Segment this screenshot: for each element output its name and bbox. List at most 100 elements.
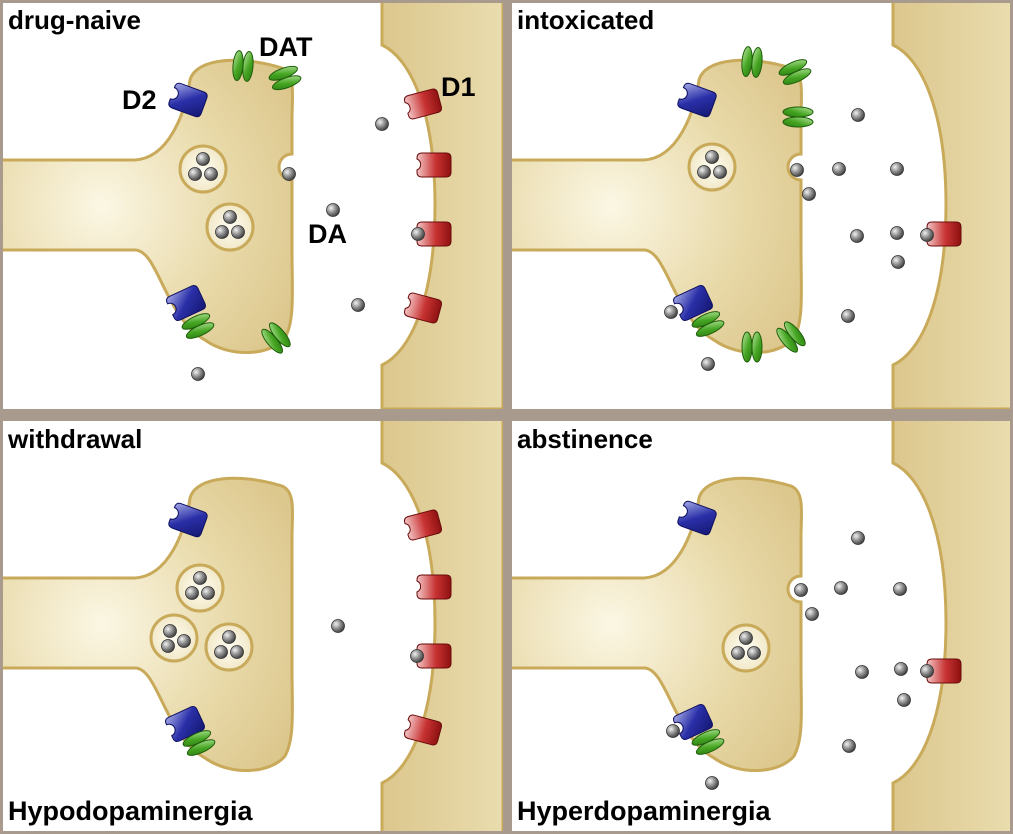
- d2-receptor: [673, 703, 713, 741]
- d2-receptor: [168, 82, 208, 118]
- dopamine-molecule: [890, 162, 904, 176]
- postsynaptic-membrane: [380, 421, 503, 831]
- d2-receptor: [166, 284, 206, 322]
- synaptic-vesicle: [175, 563, 225, 613]
- d1-receptor: [416, 574, 452, 600]
- dopamine-molecule: [188, 167, 202, 181]
- panel-intoxicated: intoxicated: [512, 3, 1010, 409]
- dat-transporter: [778, 59, 812, 85]
- presynaptic-terminal: [3, 58, 295, 354]
- dat-transporter: [741, 331, 763, 363]
- dat-transporter: [776, 321, 806, 353]
- dopamine-molecule: [897, 693, 911, 707]
- panel-drug-naive: drug-naive DAT D2 D1 DA: [3, 3, 503, 409]
- dopamine-molecule: [223, 210, 237, 224]
- dopamine-molecule: [842, 739, 856, 753]
- postsynaptic-membrane: [380, 3, 503, 409]
- dopamine-molecule: [855, 665, 869, 679]
- dopamine-molecule: [204, 167, 218, 181]
- dopamine-molecule: [894, 662, 908, 676]
- dopamine-molecule: [185, 586, 199, 600]
- postsynaptic-membrane: [891, 3, 1010, 409]
- panel-caption: Hypodopaminergia: [8, 796, 254, 826]
- dopamine-molecule: [214, 645, 228, 659]
- dopamine-molecule: [701, 357, 715, 371]
- dat-transporter: [782, 106, 814, 128]
- dopamine-molecule: [161, 639, 175, 653]
- dopamine-molecule: [664, 305, 678, 319]
- dopamine-molecule: [805, 607, 819, 621]
- dopamine-molecule: [411, 227, 425, 241]
- dopamine-molecule: [851, 531, 865, 545]
- d1-receptor: [926, 658, 962, 684]
- synaptic-vesicle: [149, 613, 199, 663]
- dopamine-molecule: [841, 309, 855, 323]
- dopamine-molecule: [410, 649, 424, 663]
- dopamine-molecule: [191, 367, 205, 381]
- dat-transporter: [261, 322, 291, 354]
- dopamine-molecule: [697, 165, 711, 179]
- d1-receptor: [404, 509, 442, 541]
- dopamine-molecule: [666, 724, 680, 738]
- d1-receptor: [416, 643, 452, 669]
- dopamine-molecule: [331, 619, 345, 633]
- dopamine-molecule: [705, 776, 719, 790]
- dopamine-molecule: [790, 163, 804, 177]
- synaptic-vesicle: [721, 623, 771, 673]
- dat-transporter: [741, 46, 763, 78]
- dopamine-molecule: [163, 624, 177, 638]
- da-label: DA: [308, 219, 347, 249]
- d1-receptor: [404, 88, 442, 120]
- dopamine-molecule: [351, 298, 365, 312]
- dopamine-molecule: [731, 646, 745, 660]
- d1-receptor: [404, 292, 442, 324]
- dopamine-molecule: [920, 664, 934, 678]
- synaptic-vesicle: [205, 202, 255, 252]
- d1-receptor: [926, 221, 962, 247]
- panel-caption: Hyperdopaminergia: [517, 796, 772, 826]
- panel-withdrawal: withdrawal Hypodopaminergia: [3, 421, 503, 831]
- d1-receptor: [416, 152, 452, 178]
- panel-title: abstinence: [517, 424, 653, 454]
- d2-receptor: [673, 284, 713, 322]
- dopamine-molecule: [705, 150, 719, 164]
- dopamine-molecule: [282, 167, 296, 181]
- dopamine-molecule: [222, 630, 236, 644]
- dopamine-molecule: [326, 203, 340, 217]
- dopamine-molecule: [375, 117, 389, 131]
- dopamine-molecule: [891, 255, 905, 269]
- dopamine-molecule: [739, 631, 753, 645]
- panel-title: withdrawal: [7, 424, 142, 454]
- postsynaptic-membrane: [891, 421, 1010, 831]
- dopamine-molecule: [920, 228, 934, 242]
- d2-receptor: [677, 500, 717, 536]
- dopamine-molecule: [201, 586, 215, 600]
- dopamine-molecule: [231, 225, 245, 239]
- dat-transporter: [181, 313, 215, 339]
- d2-receptor: [168, 502, 208, 538]
- dopamine-molecule: [890, 226, 904, 240]
- dopamine-molecule: [230, 645, 244, 659]
- dopamine-molecule: [850, 229, 864, 243]
- dopamine-molecule: [193, 571, 207, 585]
- dopamine-molecule: [794, 583, 808, 597]
- dopamine-molecule: [215, 225, 229, 239]
- dopamine-molecule: [832, 162, 846, 176]
- d1-receptor: [404, 714, 442, 746]
- dopamine-molecule: [893, 582, 907, 596]
- d1-label: D1: [441, 72, 476, 102]
- dat-transporter: [268, 65, 302, 91]
- panel-title: drug-naive: [8, 5, 141, 35]
- dat-transporter: [691, 311, 725, 337]
- dopamine-molecule: [851, 108, 865, 122]
- dopamine-molecule: [834, 581, 848, 595]
- dat-label: DAT: [259, 32, 313, 62]
- synaptic-vesicle: [687, 142, 737, 192]
- dopamine-molecule: [747, 646, 761, 660]
- synaptic-vesicle: [178, 144, 228, 194]
- presynaptic-terminal: [512, 58, 804, 354]
- presynaptic-terminal: [512, 476, 804, 772]
- dopamine-molecule: [177, 634, 191, 648]
- d2-receptor: [677, 82, 717, 118]
